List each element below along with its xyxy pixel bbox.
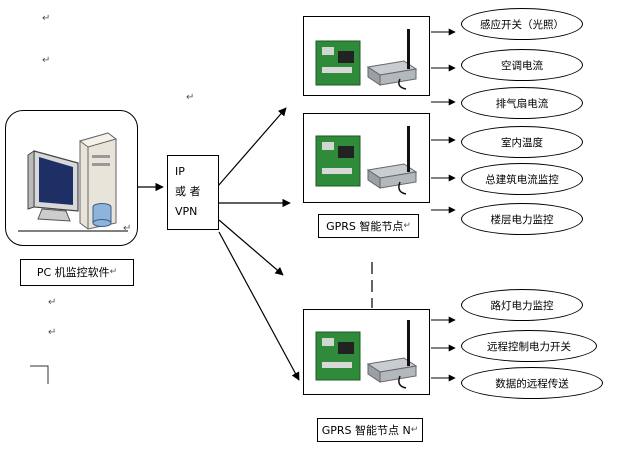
return-mark: ↵: [48, 327, 57, 338]
pc-box: [5, 110, 138, 246]
gateway-line-vpn: VPN: [175, 205, 198, 218]
return-mark: ↵: [410, 424, 419, 435]
output-oval: 室内温度: [461, 126, 583, 158]
output-oval: 排气扇电流: [461, 87, 583, 119]
node-1-label: GPRS 智能节点: [326, 219, 404, 233]
output-label: 室内温度: [501, 136, 543, 149]
gprs-node-n: [303, 309, 430, 395]
return-mark: ↵: [186, 92, 195, 103]
output-oval: 远程控制电力开关: [461, 330, 597, 362]
corner-mark: [30, 365, 49, 384]
output-label: 排气扇电流: [495, 97, 549, 110]
return-mark: ↵: [48, 297, 57, 308]
output-label: 空调电流: [501, 59, 543, 72]
gprs-node-1: [303, 16, 430, 96]
gprs-device-icon: [315, 126, 418, 195]
output-oval: 路灯电力监控: [461, 289, 583, 321]
gateway-line-or: 或 者: [175, 185, 201, 198]
return-mark: ↵: [403, 220, 411, 231]
gateway-box: IP 或 者 VPN: [167, 155, 219, 230]
node-n-label: GPRS 智能节点 N: [321, 423, 411, 437]
output-oval: 数据的远程传送: [461, 367, 603, 399]
pc-computer-icon: [18, 132, 128, 232]
arrow-gateway-to-dots: [218, 219, 284, 276]
output-label: 路灯电力监控: [490, 299, 554, 312]
output-label: 感应开关（光照）: [480, 18, 564, 31]
output-label: 楼层电力监控: [490, 213, 554, 226]
gprs-device-icon: [315, 29, 418, 90]
output-oval: 总建筑电流监控: [461, 163, 583, 195]
return-mark: ↵: [123, 223, 132, 234]
output-oval: 楼层电力监控: [461, 203, 583, 235]
output-label: 数据的远程传送: [495, 377, 569, 390]
node-n-label-box: GPRS 智能节点 N ↵: [317, 418, 423, 442]
return-mark: ↵: [109, 267, 118, 277]
arrow-gateway-to-node1: [217, 107, 287, 187]
pc-label: PC 机监控软件: [36, 266, 110, 279]
gprs-node-2: [303, 113, 430, 203]
return-mark: ↵: [42, 55, 51, 66]
output-label: 远程控制电力开关: [487, 340, 571, 353]
return-mark: ↵: [42, 13, 51, 24]
output-oval: 空调电流: [461, 49, 583, 81]
gprs-device-icon: [315, 320, 418, 389]
output-oval: 感应开关（光照）: [461, 8, 583, 40]
gateway-line-ip: IP: [175, 165, 185, 178]
node-1-label-box: GPRS 智能节点 ↵: [318, 214, 419, 238]
output-label: 总建筑电流监控: [485, 173, 559, 186]
arrow-gateway-to-nodeN: [218, 231, 300, 381]
pc-label-box: PC 机监控软件 ↵: [20, 259, 134, 286]
